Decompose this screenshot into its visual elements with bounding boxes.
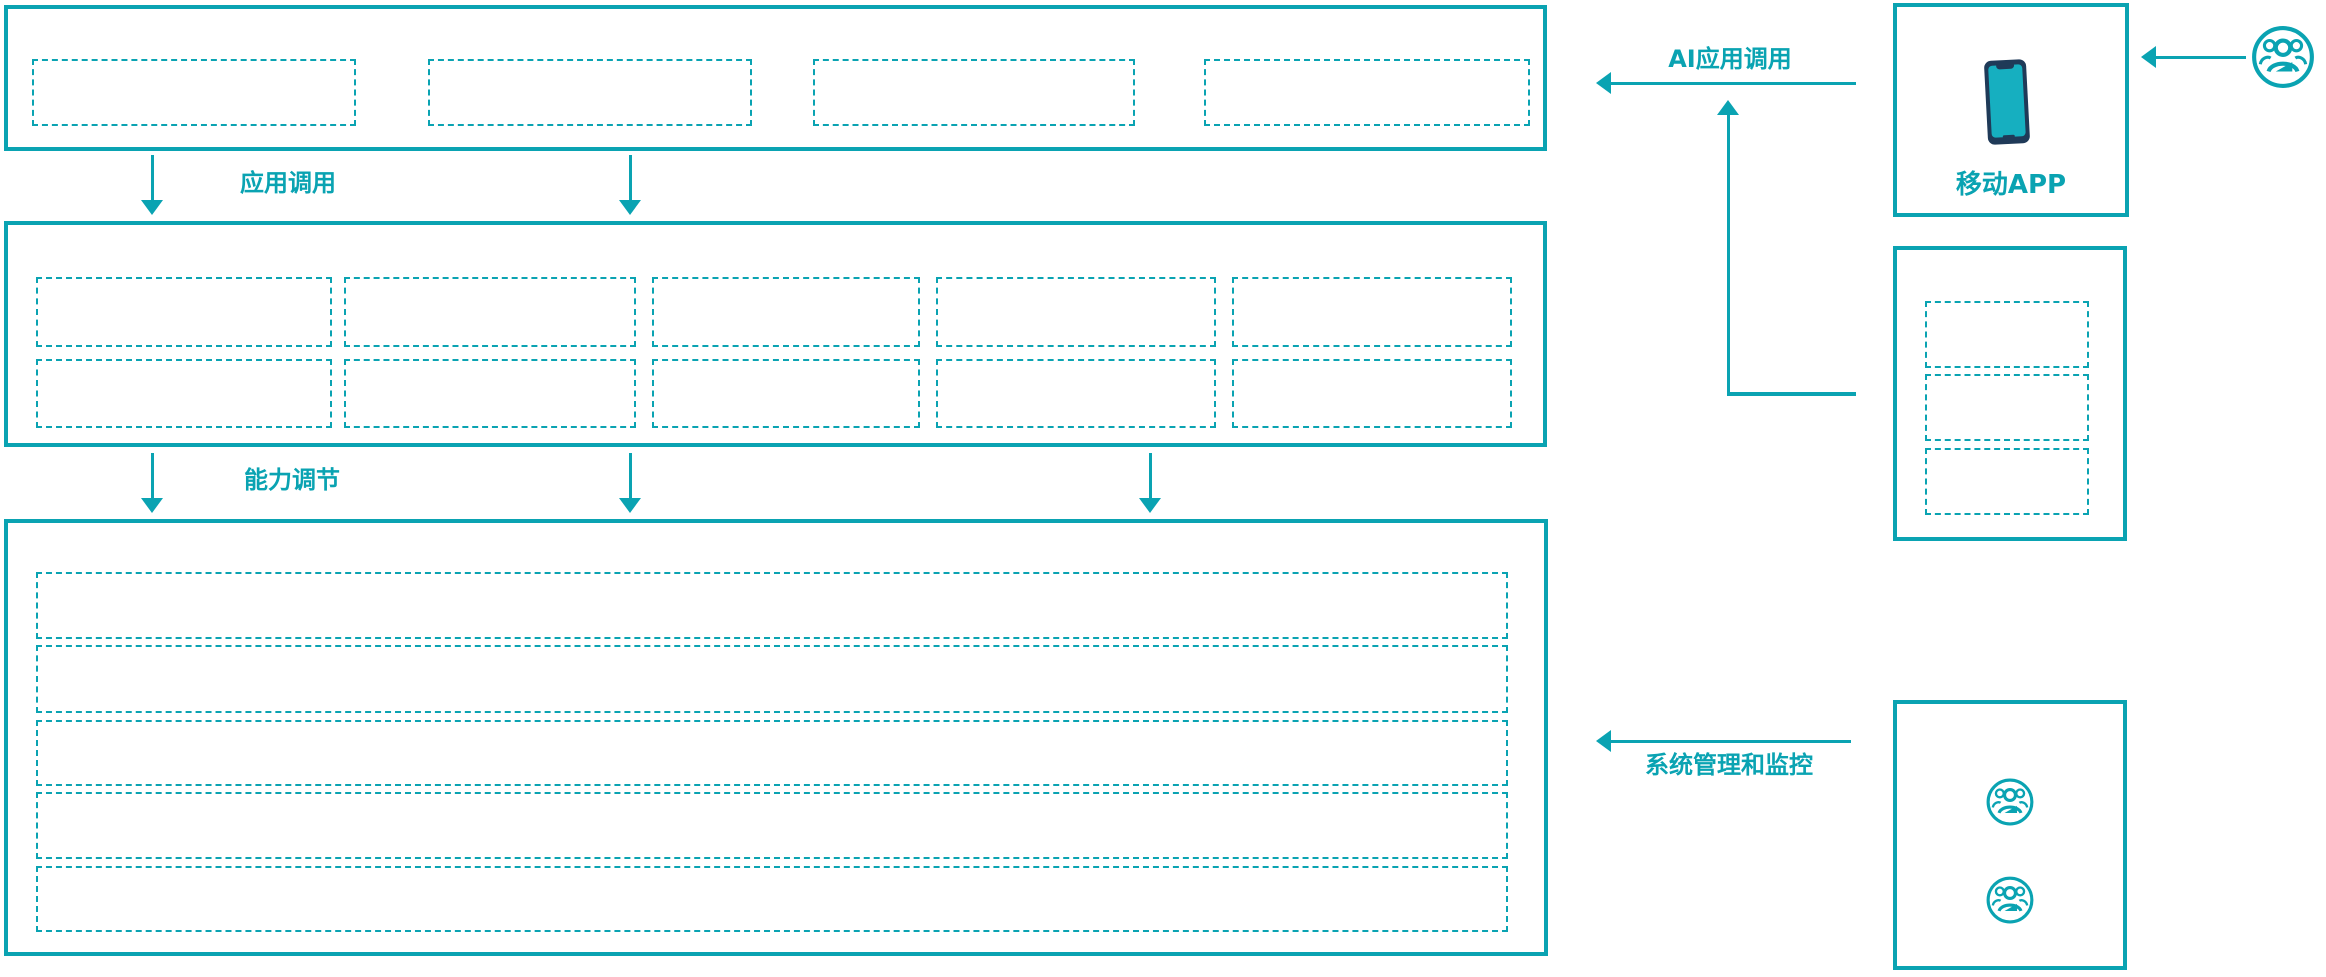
placeholder-row [36, 572, 1508, 639]
placeholder-box [1232, 359, 1512, 428]
mobile-app-box: 移动APP [1893, 3, 2129, 217]
mobile-phone-icon [1984, 59, 2030, 145]
system-monitor-label: 系统管理和监控 [1645, 751, 1813, 779]
placeholder-box [32, 59, 356, 126]
placeholder-row [36, 792, 1508, 859]
placeholder-box [813, 59, 1135, 126]
placeholder-box [652, 359, 920, 428]
top-layer-box [4, 5, 1547, 151]
placeholder-box [344, 359, 636, 428]
bottom-layer-box [4, 519, 1548, 956]
placeholder-row [36, 866, 1508, 932]
user-group-icon [2250, 24, 2316, 90]
user-group-icon [1985, 875, 2035, 925]
ai-app-call-label: AI应用调用 [1668, 45, 1792, 73]
arrow-down-head-icon [141, 498, 163, 513]
middle-layer-box [4, 221, 1547, 447]
placeholder-box [936, 277, 1216, 347]
placeholder-box [344, 277, 636, 347]
arrow-left-head-icon [2141, 46, 2156, 68]
app-call-label: 应用调用 [240, 169, 336, 197]
capability-tune-label: 能力调节 [244, 466, 340, 494]
placeholder-box [1925, 301, 2089, 368]
arrow-down-head-icon [619, 200, 641, 215]
placeholder-box [1232, 277, 1512, 347]
mobile-app-label: 移动APP [1955, 170, 2067, 200]
placeholder-box [428, 59, 752, 126]
arrow-down-head-icon [141, 200, 163, 215]
arrow-down-head-icon [619, 498, 641, 513]
arrow-down-line [151, 155, 154, 200]
admin-box [1893, 700, 2127, 970]
placeholder-box [1925, 448, 2089, 515]
arrow-down-line [629, 453, 632, 498]
arrow-left-head-icon [1596, 730, 1611, 752]
arrow-down-line [629, 155, 632, 200]
connector-vertical-line [1727, 114, 1730, 394]
arrow-left-head-icon [1596, 72, 1611, 94]
placeholder-box [1925, 374, 2089, 441]
arrow-up-head-icon [1717, 100, 1739, 115]
placeholder-box [652, 277, 920, 347]
user-group-icon [1985, 777, 2035, 827]
arrow-line [1611, 740, 1851, 743]
arrow-down-line [1149, 453, 1152, 498]
arrow-line [1611, 82, 1856, 85]
arrow-down-head-icon [1139, 498, 1161, 513]
placeholder-box [36, 359, 332, 428]
placeholder-row [36, 720, 1508, 786]
placeholder-box [1204, 59, 1530, 126]
placeholder-box [36, 277, 332, 347]
arrow-line [2156, 56, 2246, 59]
service-box [1893, 246, 2127, 541]
placeholder-box [936, 359, 1216, 428]
placeholder-row [36, 645, 1508, 713]
connector-horizontal-line [1727, 392, 1856, 396]
arrow-down-line [151, 453, 154, 498]
